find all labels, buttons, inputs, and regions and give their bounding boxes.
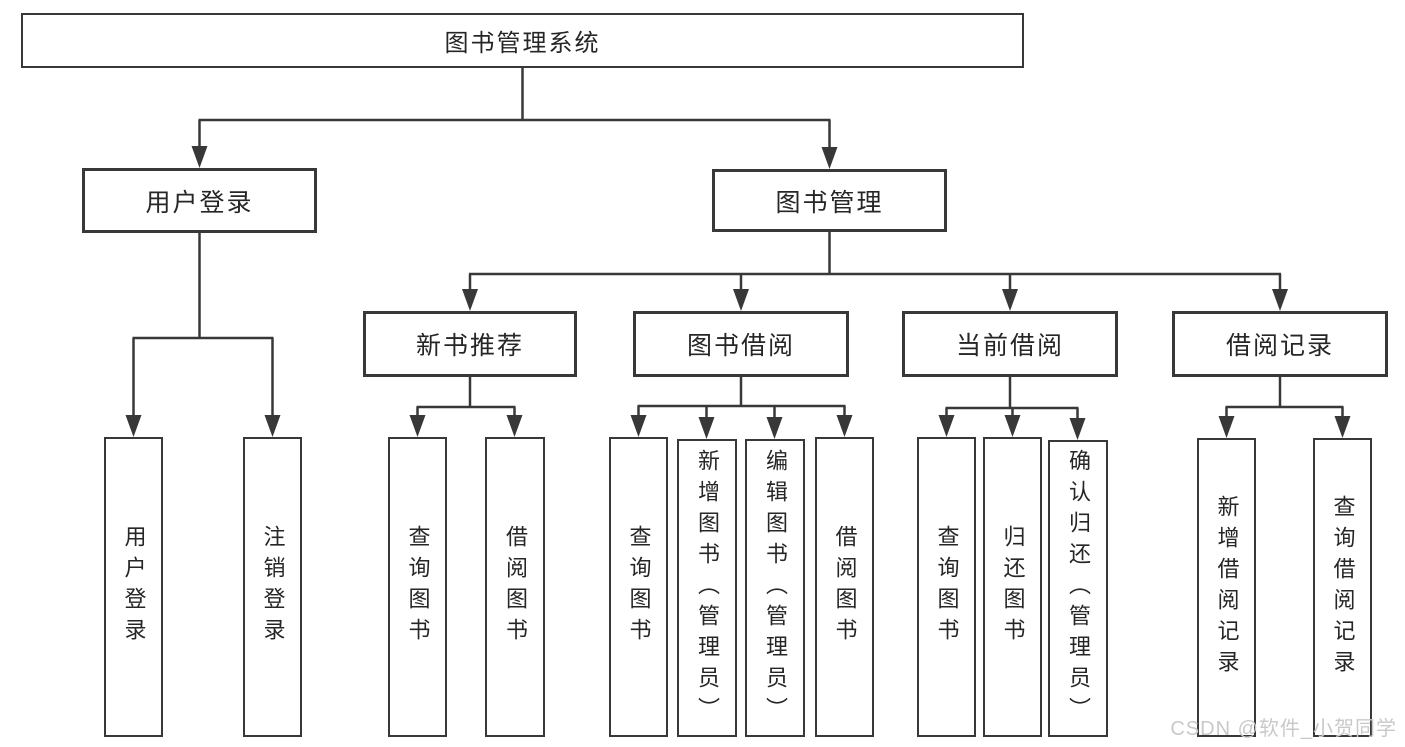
node-query-books-current: 查询图书: [917, 437, 976, 737]
node-book-management: 图书管理: [712, 169, 947, 232]
connector-current-borrow-split: [938, 377, 1086, 440]
connector-borrow-records-split: [1218, 377, 1351, 438]
node-user-login: 用户登录: [82, 168, 317, 233]
watermark: CSDN @软件_小贺同学: [1170, 718, 1397, 740]
node-query-books-recommend: 查询图书: [388, 437, 447, 737]
node-query-books-borrow: 查询图书: [609, 437, 668, 737]
node-book-borrow: 图书借阅: [633, 311, 849, 377]
connector-root-to-level2: [191, 68, 838, 169]
node-confirm-return-admin: 确认归还（管理员）: [1048, 440, 1108, 737]
node-login: 用户登录: [104, 437, 163, 737]
node-borrow-books: 借阅图书: [815, 437, 874, 737]
node-current-borrow: 当前借阅: [902, 311, 1118, 377]
node-add-books-admin: 新增图书（管理员）: [677, 439, 737, 737]
connector-user-login-split: [125, 233, 281, 437]
node-borrow-books-recommend: 借阅图书: [485, 437, 545, 737]
node-library-system: 图书管理系统: [21, 13, 1024, 68]
connector-new-book-split: [409, 377, 523, 437]
connector-book-borrow-split: [630, 377, 853, 439]
node-return-books: 归还图书: [983, 437, 1042, 737]
node-edit-books-admin: 编辑图书（管理员）: [745, 439, 805, 737]
node-borrow-records: 借阅记录: [1172, 311, 1388, 377]
node-logout: 注销登录: [243, 437, 302, 737]
node-query-borrow-record: 查询借阅记录: [1313, 438, 1372, 737]
node-add-borrow-record: 新增借阅记录: [1197, 438, 1256, 737]
connector-book-management-split: [462, 232, 1288, 311]
node-new-book-recommend: 新书推荐: [363, 311, 577, 377]
